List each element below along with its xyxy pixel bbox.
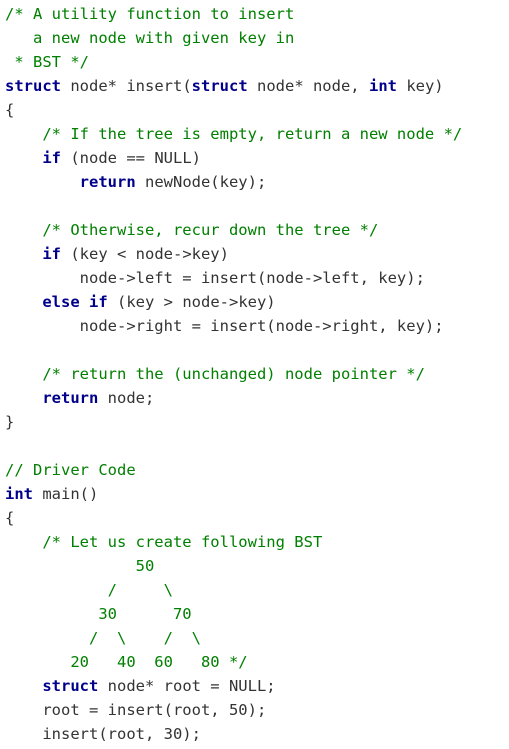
code-text: node; [98,389,155,407]
code-line: 50 [5,554,155,578]
code-line: if (key < node->key) [5,242,229,266]
code-text: key) [396,77,444,95]
code-text: { [5,509,15,527]
code-text: (key > node->key) [107,293,276,311]
code-line: { [5,98,14,122]
code-text: node* node, [247,77,369,95]
code-line: /* A utility function to insert [5,2,294,26]
code-line: struct node* insert(struct node* node, i… [5,74,444,98]
code-comment: /* Otherwise, recur down the tree */ [42,221,379,239]
code-keyword: return [42,389,99,407]
code-keyword: else [42,293,80,311]
code-comment: /* Let us create following BST [42,533,323,551]
code-text [5,173,80,191]
code-text [5,221,42,239]
code-line: node->left = insert(node->left, key); [5,266,425,290]
code-text: node* insert( [61,77,192,95]
code-text: main() [33,485,99,503]
code-keyword: return [79,173,136,191]
code-line: return newNode(key); [5,170,267,194]
code-text: newNode(key); [135,173,267,191]
code-line: node->right = insert(node->right, key); [5,314,444,338]
code-keyword: if [42,245,61,263]
code-line: /* Let us create following BST [5,530,322,554]
code-keyword: if [89,293,108,311]
code-text [5,125,42,143]
code-text: } [5,413,15,431]
code-line: 30 70 [5,602,192,626]
code-line: / \ / \ [5,626,201,650]
code-keyword: if [42,149,61,167]
code-line: struct node* root = NULL; [5,674,276,698]
code-comment: 50 [5,557,155,575]
code-text [5,533,42,551]
code-line: // Driver Code [5,458,136,482]
code-text [5,677,42,695]
code-comment: a new node with given key in [5,29,295,47]
code-keyword: struct [42,677,99,695]
code-line: } [5,410,14,434]
code-line: if (node == NULL) [5,146,201,170]
code-keyword: struct [191,77,248,95]
code-line: / \ [5,578,173,602]
code-comment: /* If the tree is empty, return a new no… [42,125,463,143]
code-line: a new node with given key in [5,26,294,50]
code-line: int main() [5,482,98,506]
code-line: insert(root, 30); [5,722,201,746]
code-line: root = insert(root, 50); [5,698,266,722]
code-comment: 30 70 [5,605,192,623]
code-line: /* If the tree is empty, return a new no… [5,122,462,146]
code-comment: /* A utility function to insert [5,5,295,23]
code-text: node->left = insert(node->left, key); [5,269,425,287]
code-line: return node; [5,386,154,410]
code-keyword: int [368,77,397,95]
code-comment: / \ / \ [5,629,201,647]
code-text: node* root = NULL; [98,677,276,695]
code-line: /* Otherwise, recur down the tree */ [5,218,378,242]
code-line: 20 40 60 80 */ [5,650,248,674]
code-text [5,365,42,383]
code-text [5,293,42,311]
code-text: insert(root, 30); [5,725,201,743]
code-keyword: int [5,485,33,503]
code-text: (node == NULL) [61,149,201,167]
code-keyword: struct [5,77,61,95]
code-line: * BST */ [5,50,89,74]
code-text: { [5,101,15,119]
code-comment: // Driver Code [5,461,136,479]
code-comment: 20 40 60 80 */ [5,653,248,671]
code-text [5,389,42,407]
code-text: root = insert(root, 50); [5,701,267,719]
code-text [5,245,42,263]
code-line: /* return the (unchanged) node pointer *… [5,362,425,386]
code-line: { [5,506,14,530]
code-text: (key < node->key) [61,245,229,263]
code-comment: * BST */ [5,53,89,71]
code-text [80,293,89,311]
code-text: node->right = insert(node->right, key); [5,317,444,335]
code-line: else if (key > node->key) [5,290,276,314]
code-text [5,149,42,167]
code-comment: /* return the (unchanged) node pointer *… [42,365,425,383]
code-comment: / \ [5,581,173,599]
